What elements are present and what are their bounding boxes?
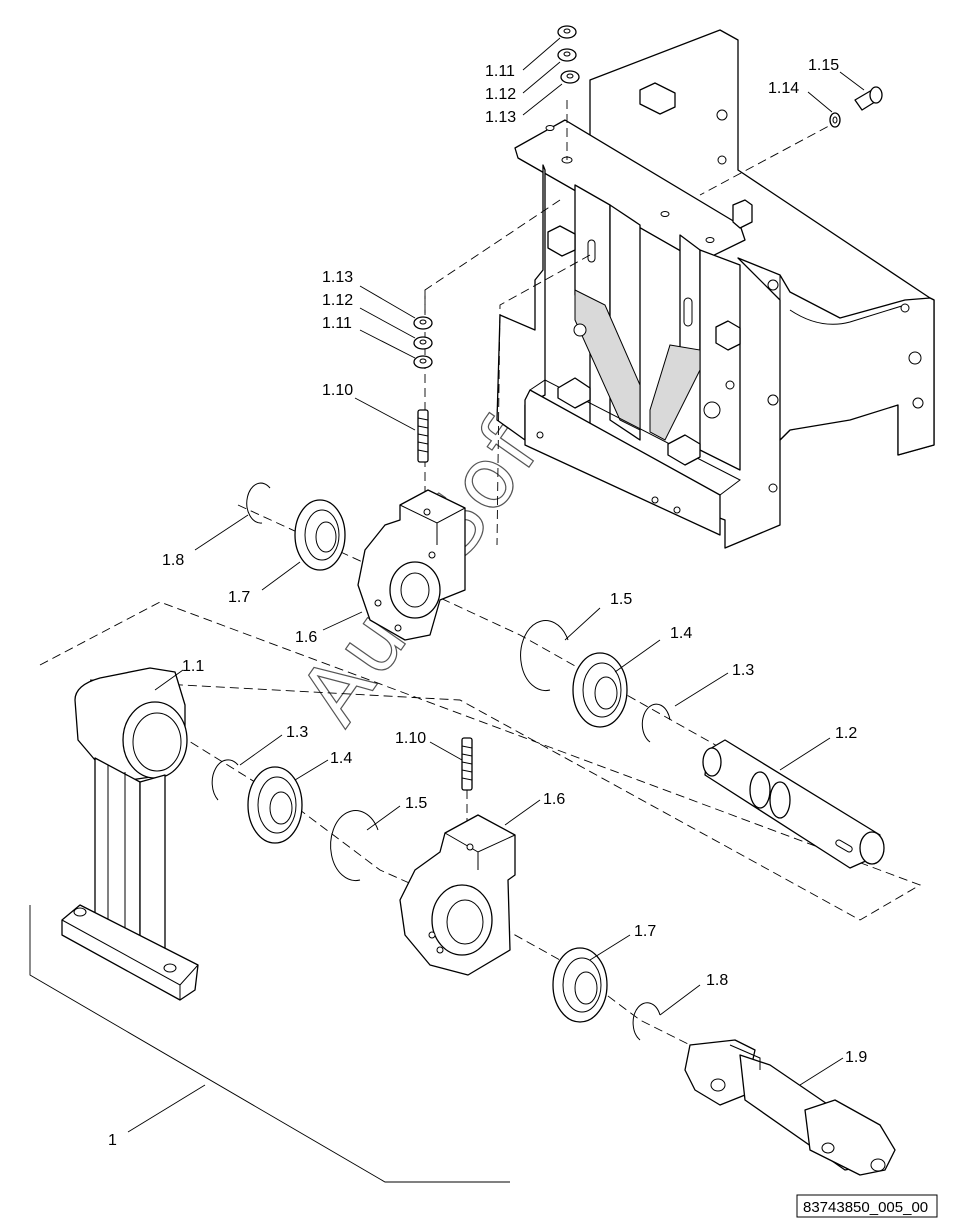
top-nut-stack bbox=[557, 25, 580, 84]
label-upper-1.3: 1.3 bbox=[732, 662, 754, 679]
label-upper-1.6: 1.6 bbox=[295, 629, 317, 646]
lower-bearing-housing bbox=[399, 814, 516, 976]
label-lower-1.7: 1.7 bbox=[634, 923, 656, 940]
upper-stud bbox=[417, 409, 429, 463]
label-mid-1.11: 1.11 bbox=[322, 315, 352, 332]
label-shaft-1.2: 1.2 bbox=[835, 725, 857, 742]
lower-stud bbox=[461, 737, 473, 791]
label-arm-1.1: 1.1 bbox=[182, 658, 204, 675]
support-arm bbox=[61, 667, 199, 1001]
drawing-number-box: 83743850_005_00 bbox=[796, 1194, 938, 1218]
label-upper-1.10: 1.10 bbox=[322, 382, 353, 399]
label-mid-1.13: 1.13 bbox=[322, 269, 353, 286]
label-top-1.14: 1.14 bbox=[768, 80, 799, 97]
frame-bracket bbox=[496, 29, 935, 549]
label-upper-1.8: 1.8 bbox=[162, 552, 184, 569]
lower-ring-bearing-circlip bbox=[211, 759, 379, 882]
label-top-1.15: 1.15 bbox=[808, 57, 839, 74]
bolt-and-washer bbox=[829, 86, 883, 128]
shaft bbox=[702, 739, 885, 869]
label-upper-1.7: 1.7 bbox=[228, 589, 250, 606]
universal-joint bbox=[684, 1039, 896, 1176]
label-lower-1.3: 1.3 bbox=[286, 724, 308, 741]
label-upper-1.4: 1.4 bbox=[670, 625, 692, 642]
label-lower-1.8: 1.8 bbox=[706, 972, 728, 989]
upper-circlip-bearing-ring bbox=[520, 620, 671, 743]
label-lower-1.4: 1.4 bbox=[330, 750, 352, 767]
mid-nut-stack bbox=[413, 316, 433, 369]
label-top-1.11: 1.11 bbox=[485, 63, 515, 80]
label-top-1.12: 1.12 bbox=[485, 86, 516, 103]
label-assembly-1: 1 bbox=[108, 1132, 117, 1149]
label-lower-1.10: 1.10 bbox=[395, 730, 426, 747]
label-top-1.13: 1.13 bbox=[485, 109, 516, 126]
label-joint-1.9: 1.9 bbox=[845, 1049, 867, 1066]
label-upper-1.5: 1.5 bbox=[610, 591, 632, 608]
leader-lines bbox=[127, 37, 865, 1133]
drawing-number: 83743850_005_00 bbox=[803, 1199, 928, 1216]
label-lower-1.6: 1.6 bbox=[543, 791, 565, 808]
part-labels: 1.11 1.12 1.13 1.14 1.15 1.13 1.12 1.11 … bbox=[108, 57, 867, 1149]
lower-bearing-and-circlip bbox=[552, 947, 661, 1041]
upper-bearing-housing bbox=[357, 489, 466, 641]
upper-circlip-and-bearing bbox=[246, 482, 346, 571]
label-lower-1.5: 1.5 bbox=[405, 795, 427, 812]
assembly-bracket bbox=[29, 905, 510, 1183]
label-mid-1.12: 1.12 bbox=[322, 292, 353, 309]
